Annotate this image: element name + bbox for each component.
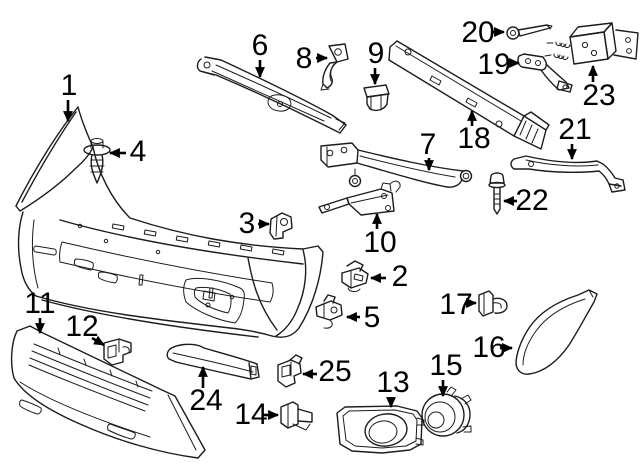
callout-5-number: 5 bbox=[364, 301, 381, 334]
callout-9-number: 9 bbox=[368, 37, 385, 70]
part-20-pin-screw bbox=[506, 24, 553, 40]
part-25-clip bbox=[277, 354, 303, 388]
callout-9-center-bracket: 9 bbox=[368, 37, 385, 86]
part-2-clip bbox=[341, 260, 369, 292]
callout-17-number: 17 bbox=[439, 288, 472, 321]
callout-24-lower-molding: 24 bbox=[189, 365, 223, 417]
callout-12-valance-bracket: 12 bbox=[65, 310, 105, 347]
part-13-fog-lamp-bezel bbox=[336, 405, 425, 454]
part-1-front-bumper-cover bbox=[15, 106, 324, 338]
part-6-upper-support-bar bbox=[196, 56, 347, 134]
callout-23-number: 23 bbox=[582, 79, 615, 112]
callout-20-number: 20 bbox=[461, 16, 494, 49]
callout-7-number: 7 bbox=[420, 128, 437, 161]
callout-4-push-pin-retainer: 4 bbox=[108, 135, 147, 168]
callout-4-number: 4 bbox=[130, 135, 147, 168]
callout-24-number: 24 bbox=[189, 384, 222, 417]
part-10-side-support-bracket bbox=[318, 180, 401, 216]
part-23-frame-bracket bbox=[544, 22, 639, 65]
part-4-push-pin-retainer bbox=[83, 138, 111, 184]
callout-1-front-bumper-cover: 1 bbox=[61, 69, 78, 123]
callout-12-arrow bbox=[91, 335, 105, 347]
part-18-impact-bar bbox=[388, 40, 550, 150]
part-17-clip bbox=[478, 290, 508, 317]
callout-8-side-bracket: 8 bbox=[296, 42, 329, 75]
part-11-lower-valance-panel bbox=[10, 325, 206, 459]
callout-3-number: 3 bbox=[239, 207, 256, 240]
callout-25-clip: 25 bbox=[301, 355, 352, 388]
callout-11-lower-valance-panel: 11 bbox=[24, 287, 56, 335]
callout-19-number: 19 bbox=[477, 48, 510, 81]
callout-5-clip: 5 bbox=[345, 301, 381, 334]
callout-18-impact-bar: 18 bbox=[457, 109, 491, 155]
part-5-clip bbox=[315, 294, 343, 329]
callout-16-corner-deflector: 16 bbox=[472, 331, 514, 364]
callout-14-number: 14 bbox=[234, 398, 267, 431]
callout-19-mounting-bracket: 19 bbox=[477, 48, 521, 81]
callout-15-fog-lamp: 15 bbox=[429, 349, 463, 398]
callout-13-number: 13 bbox=[376, 366, 409, 399]
callout-11-number: 11 bbox=[24, 287, 55, 320]
part-7-bumper-arm bbox=[320, 142, 473, 188]
part-3-clip bbox=[269, 212, 293, 240]
callout-16-number: 16 bbox=[472, 331, 505, 364]
callout-8-number: 8 bbox=[296, 42, 313, 75]
callout-21-side-extension-bracket: 21 bbox=[558, 113, 592, 161]
part-22-bolt bbox=[488, 172, 506, 215]
callout-6-upper-support-bar: 6 bbox=[252, 29, 269, 79]
callout-22-bolt: 22 bbox=[502, 184, 549, 217]
callout-22-number: 22 bbox=[515, 184, 548, 217]
callout-23-frame-bracket: 23 bbox=[582, 64, 616, 112]
callout-18-number: 18 bbox=[457, 122, 490, 155]
part-24-lower-molding bbox=[166, 343, 260, 380]
callout-10-number: 10 bbox=[363, 226, 396, 259]
callout-2-number: 2 bbox=[392, 260, 409, 293]
part-9-center-bracket bbox=[363, 84, 390, 112]
callout-20-pin-screw: 20 bbox=[461, 16, 506, 49]
callout-15-number: 15 bbox=[429, 349, 462, 382]
parts-layer bbox=[10, 22, 639, 459]
callout-14-clip: 14 bbox=[234, 398, 280, 431]
callout-3-clip: 3 bbox=[239, 207, 271, 240]
part-15-fog-lamp bbox=[421, 386, 472, 437]
callout-21-number: 21 bbox=[558, 113, 591, 146]
callout-12-number: 12 bbox=[65, 310, 98, 343]
callout-13-fog-lamp-bezel: 13 bbox=[376, 366, 410, 409]
callout-10-side-support-bracket: 10 bbox=[363, 212, 397, 259]
callout-1-number: 1 bbox=[61, 69, 78, 102]
callout-25-number: 25 bbox=[318, 355, 351, 388]
part-8-side-bracket bbox=[320, 43, 349, 91]
part-16-corner-deflector bbox=[515, 289, 598, 375]
part-12-valance-bracket bbox=[103, 338, 132, 366]
callout-6-number: 6 bbox=[252, 29, 269, 62]
part-21-side-extension-bracket bbox=[510, 155, 626, 193]
callout-17-clip: 17 bbox=[439, 288, 478, 321]
callout-2-clip: 2 bbox=[369, 260, 409, 293]
part-14-clip bbox=[280, 401, 313, 431]
callout-7-bumper-arm: 7 bbox=[420, 128, 437, 172]
